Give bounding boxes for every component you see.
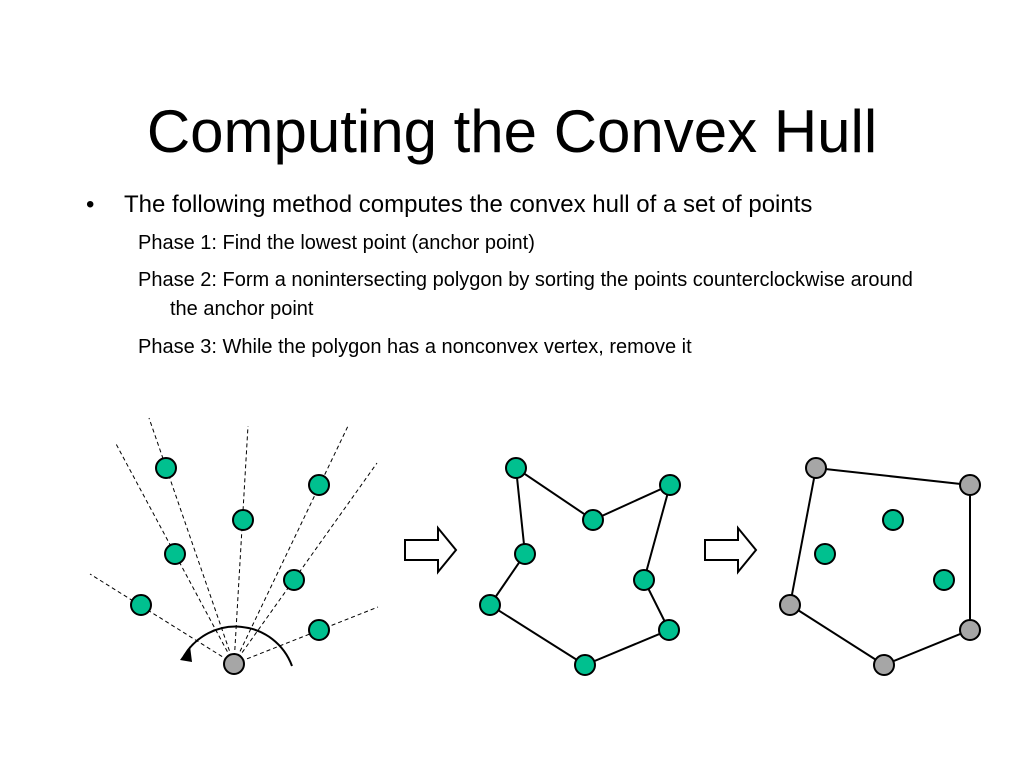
hull-vertex [959,619,981,641]
point [308,619,330,641]
point [658,619,680,641]
figure-star-polygon [479,457,681,676]
interior-point [933,569,955,591]
sweep-arc [183,625,293,667]
convex-hull-polygon [788,466,971,667]
figure-convex-hull [779,457,981,676]
ray [233,425,349,665]
sweep-arrowhead [180,646,192,662]
point [155,457,177,479]
interior-point [814,543,836,565]
slide-title: Computing the Convex Hull [146,98,878,165]
right-arrow-icon [704,525,758,575]
phase-1-text: Phase 1: Find the lowest point (anchor p… [138,232,535,254]
points [779,457,981,676]
point [479,594,501,616]
sorted-polygon [488,465,672,667]
ray [148,417,235,665]
point [308,474,330,496]
point [574,654,596,676]
sort-rays [89,417,379,665]
anchor-point [223,653,245,675]
point [582,509,604,531]
hull-vertex [805,457,827,479]
hull-vertex [873,654,895,676]
point [130,594,152,616]
bullet-text: The following method computes the convex… [124,191,813,218]
point [633,569,655,591]
point [164,543,186,565]
ray [89,573,235,665]
point [514,543,536,565]
hull-vertex [779,594,801,616]
ray [233,425,249,665]
right-arrow-icon [404,525,458,575]
point [283,569,305,591]
figure-anchor-sweep [89,417,379,675]
points [479,457,681,676]
bullet-marker: • [86,191,95,218]
ray [233,606,379,665]
points [130,457,330,675]
point [505,457,527,479]
hull-vertex [959,474,981,496]
interior-point [882,509,904,531]
ray [233,462,378,665]
phase-3-text: Phase 3: While the polygon has a nonconv… [138,336,692,358]
point [232,509,254,531]
phase-2-text: Phase 2: Form a nonintersecting polygon … [138,269,913,320]
point [659,474,681,496]
